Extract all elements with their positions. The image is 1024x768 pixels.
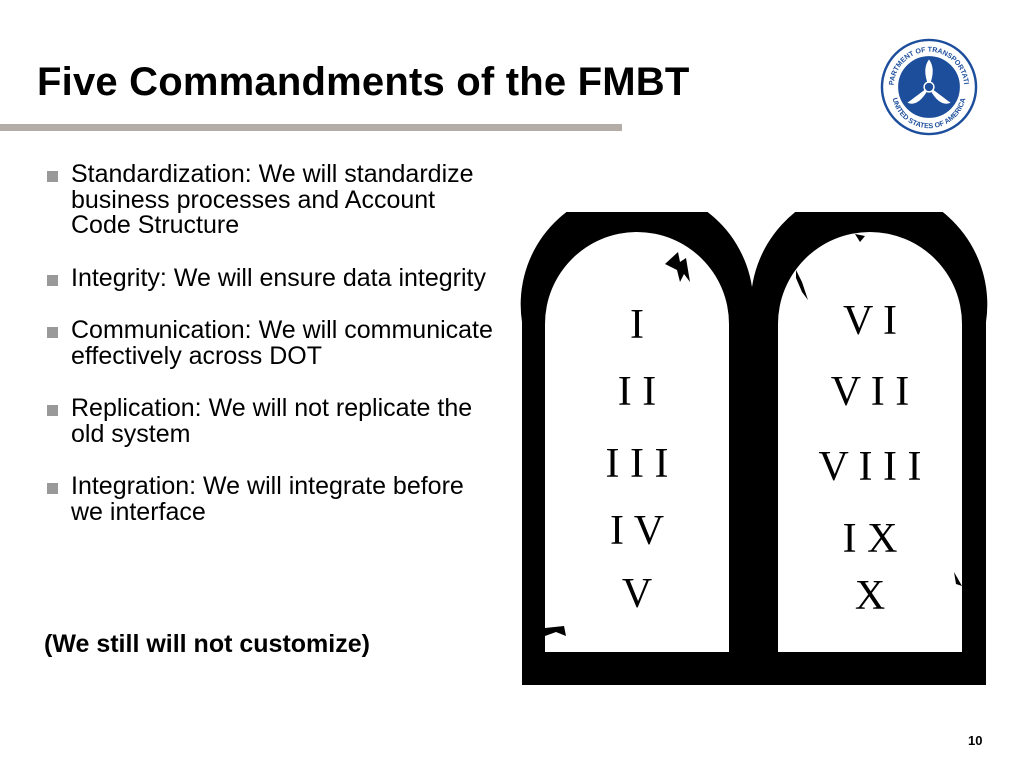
bullet-square-icon [47,171,58,182]
commandment-list: Standardization: We will standardize bus… [44,160,494,552]
right-numeral: I X [843,516,898,562]
list-item: Replication: We will not replicate the o… [44,394,494,448]
title-divider [0,124,622,131]
bullet-text: Integration: We will integrate before we… [71,472,464,526]
right-tablet [778,232,962,652]
bullet-text: Replication: We will not replicate the o… [71,394,473,448]
left-numeral: I V [610,508,664,554]
list-item: Standardization: We will standardize bus… [44,160,494,239]
right-numeral: V I I I [818,444,921,490]
bullet-square-icon [47,274,58,286]
left-numeral: I [630,302,644,348]
list-item: Integrity: We will ensure data integrity [44,263,494,292]
dot-seal-icon: DEPARTMENT OF TRANSPORTATION UNITED STAT… [880,38,978,136]
right-numeral: V I [843,298,897,344]
crack-mark [855,234,865,242]
crack-mark [954,572,962,586]
closing-note: (We still will not customize) [44,630,370,658]
bullet-text: Communication: We will communicate effec… [71,316,493,370]
bullet-square-icon [47,327,58,338]
crack-mark [545,626,566,636]
bullet-text: Standardization: We will standardize bus… [71,160,474,239]
right-numeral: V I I [831,369,910,415]
left-numeral: I I I [606,441,669,487]
list-item: Communication: We will communicate effec… [44,316,494,370]
list-item: Integration: We will integrate before we… [44,472,494,526]
bullet-square-icon [47,483,58,494]
slide-title: Five Commandments of the FMBT [37,60,690,104]
stone-tablets-illustration: I I I I I I I V V V I V I I V I I I I X … [520,212,988,685]
crack-mark [796,270,808,300]
bullet-text: Integrity: We will ensure data integrity [71,263,487,292]
left-tablet [545,232,729,652]
crack-mark [665,252,690,282]
page-number: 10 [968,733,983,748]
right-numeral: X [855,573,885,619]
left-numeral: V [622,571,652,617]
left-numeral: I I [618,369,656,415]
bullet-square-icon [47,405,58,416]
